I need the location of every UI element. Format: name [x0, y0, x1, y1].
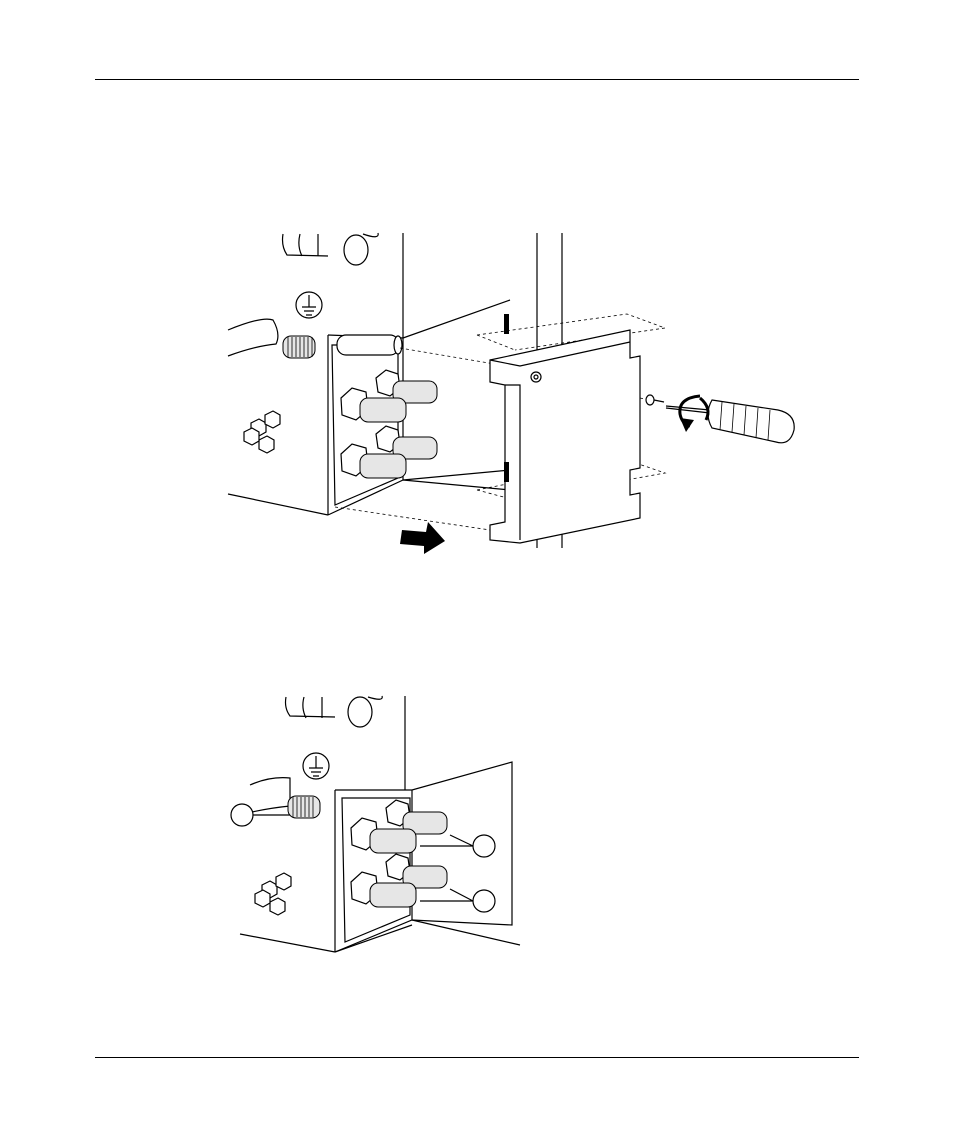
callout-terminal-pair-1 — [420, 835, 495, 857]
power-terminals-icon — [351, 800, 447, 907]
chassis-lower — [240, 696, 405, 952]
honeycomb-icon — [255, 873, 291, 915]
callout-terminal-pair-2 — [420, 889, 495, 912]
footer-rule — [95, 1057, 859, 1058]
ground-stud-icon — [288, 796, 320, 818]
ground-symbol-icon — [303, 753, 329, 779]
terminal-panel-lower — [335, 762, 520, 952]
